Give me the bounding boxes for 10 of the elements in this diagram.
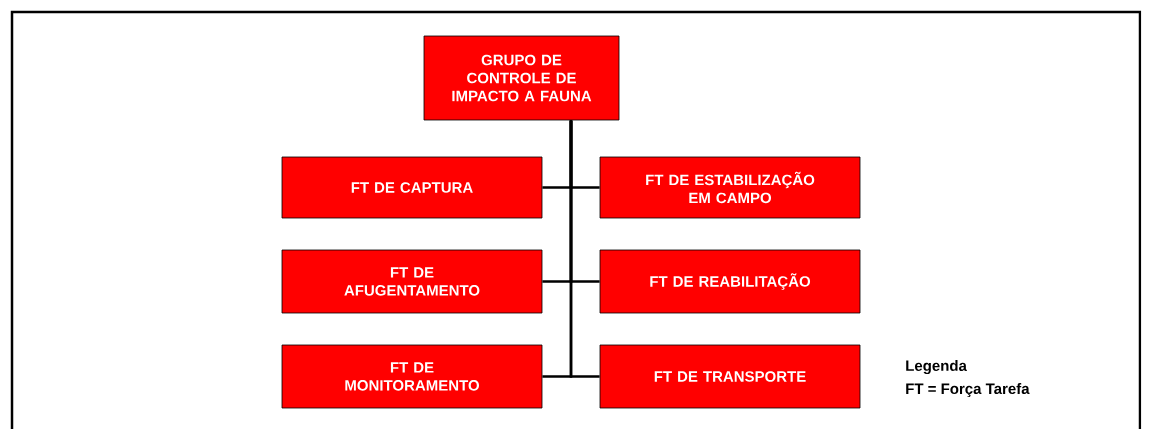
- task-box: FT DE ESTABILIZAÇÃO EM CAMPO: [599, 156, 861, 219]
- task-box: GRUPO DE CONTROLE DE IMPACTO A FAUNA: [423, 35, 620, 121]
- task-box: FT DE MONITORAMENTO: [281, 344, 543, 409]
- task-box: FT DE CAPTURA: [281, 156, 543, 219]
- legend-text: Legenda: [906, 360, 967, 375]
- task-box: FT DE TRANSPORTE: [599, 344, 861, 409]
- legend-text: FT = Força Tarefa: [906, 383, 1030, 397]
- connector-line: [569, 120, 600, 378]
- task-box: FT DE AFUGENTAMENTO: [281, 249, 543, 314]
- task-box: FT DE REABILITAÇÃO: [599, 249, 861, 314]
